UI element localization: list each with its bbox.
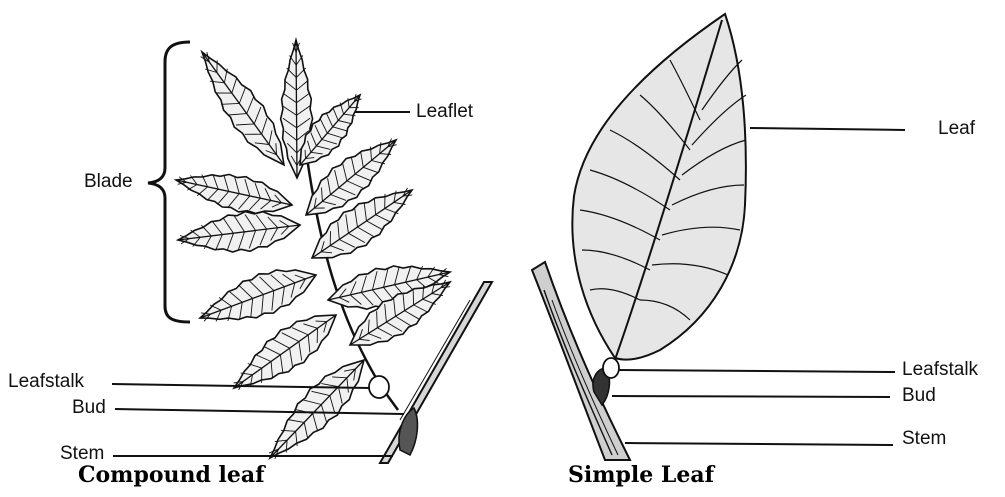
leaflet-2-midrib [202, 52, 284, 165]
simple-leaf-blade [572, 14, 746, 360]
leaf-leader-line [750, 128, 905, 130]
simple-leaf-caption: Simple Leaf [568, 462, 714, 488]
blade-label: Blade [84, 172, 133, 191]
leaflet-2-vein [276, 143, 277, 155]
simple-leafstalk-base [603, 358, 619, 378]
compound-stem-label: Stem [60, 444, 104, 463]
simple-leafstalk-label: Leafstalk [902, 360, 978, 379]
leaflet-10-vein [316, 321, 327, 322]
leaf-label: Leaf [938, 119, 975, 138]
leaflet-4 [176, 174, 292, 213]
leaflet-11-vein [413, 289, 414, 305]
leaflet-12-midrib [270, 360, 364, 458]
simple-leafstalk-leader-line [618, 370, 895, 372]
compound-bud-label: Bud [72, 398, 106, 417]
simple-stem-label: Stem [902, 429, 946, 448]
simple-bud-label: Bud [902, 386, 936, 405]
leaflet-10-midrib [234, 315, 336, 388]
compound-leaf-caption: Compound leaf [78, 462, 265, 488]
simple-bud-leader-line [612, 396, 890, 397]
compound-leafstalk-base [369, 376, 389, 398]
compound-bud-leader-line [115, 409, 404, 414]
simple-stem-leader-line [625, 443, 893, 445]
leaflet-6 [178, 212, 300, 252]
simple-leaf-drawing [532, 14, 746, 460]
compound-leafstalk-label: Leafstalk [8, 372, 84, 391]
compound-bud [399, 408, 418, 455]
leaflet-label: Leaflet [416, 102, 473, 121]
